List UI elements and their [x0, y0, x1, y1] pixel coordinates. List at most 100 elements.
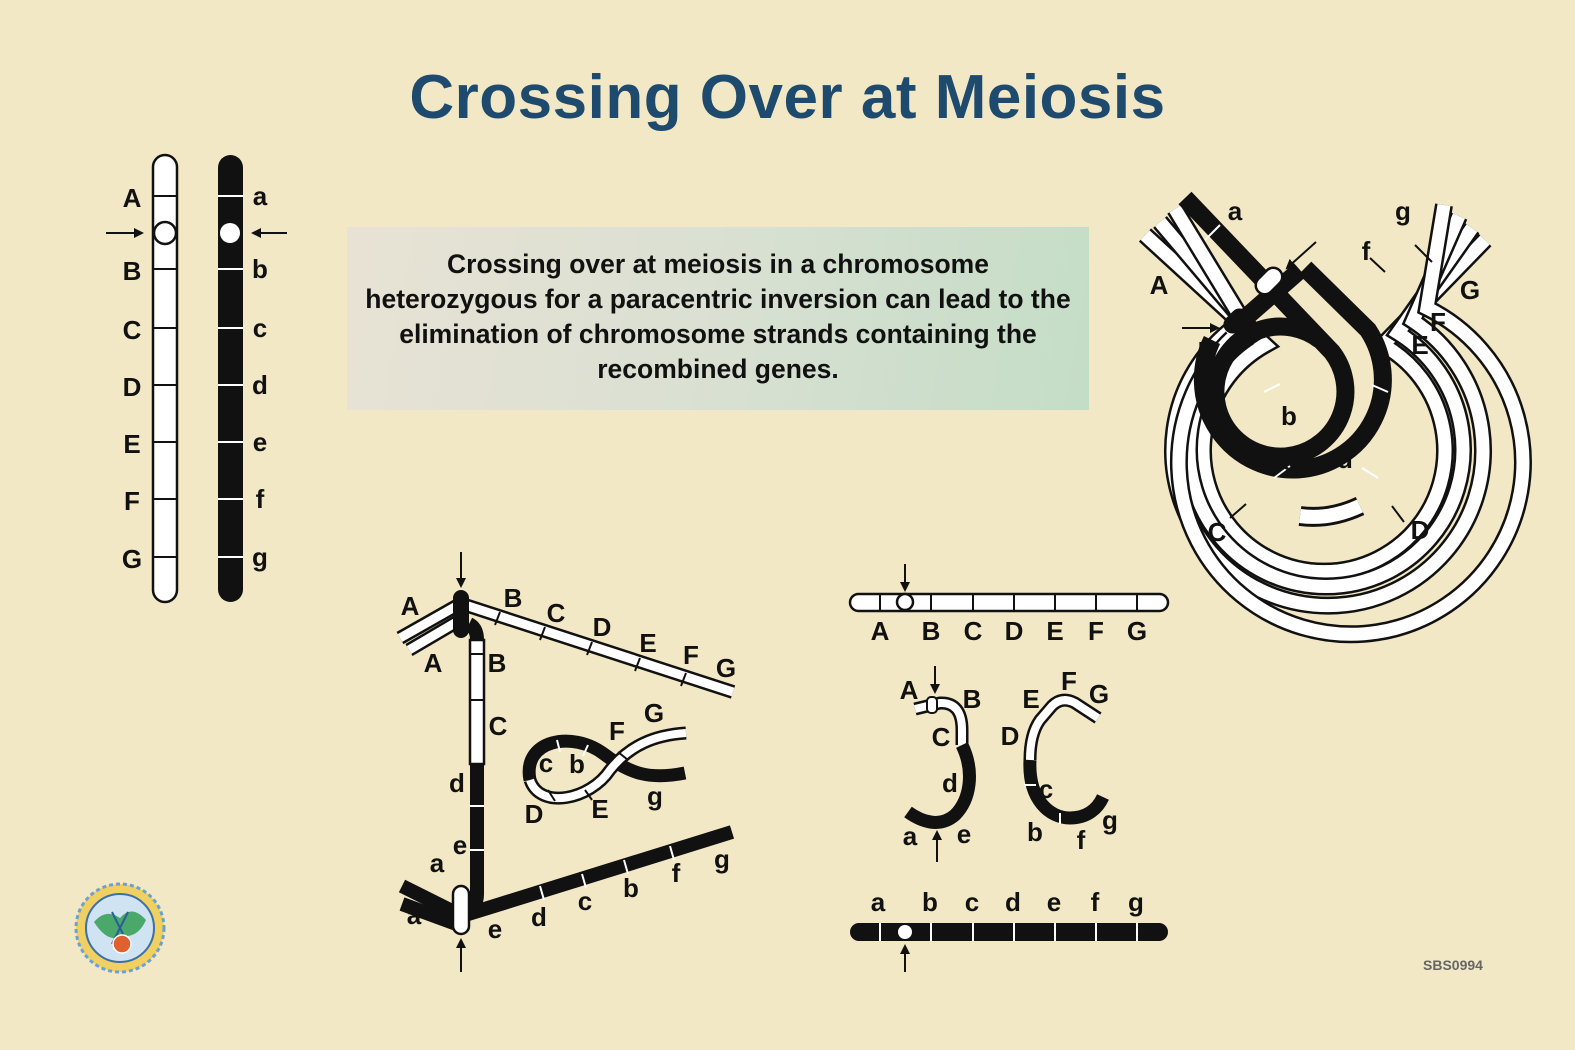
gene-label: d: [531, 902, 547, 932]
gene-label: d: [942, 768, 958, 798]
gene-label: B: [1198, 336, 1217, 366]
gene-label: c: [253, 313, 267, 343]
gene-label: b: [623, 873, 639, 903]
gene-label: e: [957, 819, 971, 849]
gene-label: D: [123, 372, 142, 402]
caption-text: Crossing over at meiosis in a chromosome…: [365, 249, 1071, 384]
normal-light-chromosome: A B C D E F G: [848, 564, 1170, 646]
gene-label: C: [1208, 517, 1227, 547]
acentric-fragment: E F G D c b f g: [1001, 666, 1118, 855]
products-panel: A B C D E F G A B: [848, 564, 1170, 972]
gene-label: g: [1102, 805, 1118, 835]
gene-label: a: [430, 848, 445, 878]
gene-label: D: [1005, 616, 1024, 646]
gene-label: E: [1046, 616, 1063, 646]
gene-label: A: [1150, 270, 1169, 300]
gene-label: E: [123, 429, 140, 459]
gene-label: d: [1337, 444, 1353, 474]
gene-label: E: [1411, 330, 1428, 360]
gene-label: B: [922, 616, 941, 646]
gene-label: a: [407, 900, 422, 930]
gene-label: e: [1338, 392, 1352, 422]
light-centromere: [152, 220, 178, 246]
gene-label: c: [539, 748, 553, 778]
gene-label: f: [672, 858, 681, 888]
homolog-pair-panel: A B C D E F G a b c d e f g: [106, 153, 287, 604]
gene-label: G: [1089, 679, 1109, 709]
gene-label: g: [647, 781, 663, 811]
gene-label: F: [609, 716, 625, 746]
gene-label: c: [965, 887, 979, 917]
gene-label: c: [1282, 446, 1296, 476]
gene-label: c: [578, 886, 592, 916]
gene-label: C: [964, 616, 983, 646]
gene-label: b: [252, 254, 268, 284]
gene-label: F: [124, 486, 140, 516]
arrow-icon: [1285, 241, 1317, 270]
gene-label: g: [714, 844, 730, 874]
gene-label: f: [1091, 887, 1100, 917]
gene-label: e: [453, 830, 467, 860]
gene-label: G: [122, 544, 142, 574]
gene-label: g: [1395, 196, 1411, 226]
dark-centromere: [1223, 308, 1249, 334]
gene-label: G: [716, 653, 736, 683]
university-seal-icon: [74, 882, 166, 974]
gene-label: B: [488, 648, 507, 678]
gene-label: C: [489, 711, 508, 741]
gene-label: B: [504, 583, 523, 613]
gene-label: A: [123, 183, 142, 213]
gene-label: D: [593, 612, 612, 642]
inversion-loop-panel: a g f A G F E B b e c d C D: [1138, 191, 1532, 644]
gene-label: A: [401, 591, 420, 621]
dark-centromere: [453, 590, 469, 638]
gene-label: d: [1005, 887, 1021, 917]
gene-label: a: [871, 887, 886, 917]
gene-label: f: [1077, 825, 1086, 855]
gene-label: e: [253, 427, 267, 457]
gene-label: F: [683, 640, 699, 670]
light-centromere: [1254, 266, 1284, 296]
gene-label: b: [1281, 401, 1297, 431]
gene-label: D: [1411, 515, 1430, 545]
gene-label: E: [639, 628, 656, 658]
gene-label: g: [252, 542, 268, 572]
anaphase-bridge-panel: A A B C D E F G B C d e a a e d c b f g: [396, 552, 736, 972]
gene-label: D: [1001, 721, 1020, 751]
caption-box: Crossing over at meiosis in a chromosome…: [347, 227, 1089, 410]
gene-label: E: [1022, 684, 1039, 714]
gene-label: C: [123, 315, 142, 345]
gene-label: g: [1128, 887, 1144, 917]
figure-code: SBS0994: [1423, 957, 1483, 973]
normal-dark-chromosome: a b c d e f g: [850, 887, 1168, 972]
gene-label: G: [644, 698, 664, 728]
gene-label: A: [424, 648, 443, 678]
gene-label: G: [1460, 275, 1480, 305]
gene-label: G: [1127, 616, 1147, 646]
gene-label: e: [488, 914, 502, 944]
gene-label: b: [922, 887, 938, 917]
gene-label: E: [591, 794, 608, 824]
gene-label: b: [1027, 817, 1043, 847]
gene-label: c: [1039, 774, 1053, 804]
gene-label: C: [547, 598, 566, 628]
dark-centromere: [220, 223, 240, 243]
gene-label: D: [525, 799, 544, 829]
gene-label: a: [1228, 196, 1243, 226]
gene-label: C: [932, 722, 951, 752]
gene-label: A: [871, 616, 890, 646]
dicentric-fragment: A B C d a e: [900, 666, 982, 862]
gene-label: F: [1061, 666, 1077, 696]
gene-label: a: [253, 181, 268, 211]
dark-homolog: [218, 155, 243, 602]
gene-label: F: [1088, 616, 1104, 646]
gene-label: e: [1047, 887, 1061, 917]
gene-label: f: [256, 484, 265, 514]
gene-label: f: [1362, 236, 1371, 266]
page-title: Crossing Over at Meiosis: [409, 63, 1166, 132]
gene-label: B: [963, 684, 982, 714]
gene-label: d: [449, 768, 465, 798]
light-centromere: [451, 884, 471, 936]
